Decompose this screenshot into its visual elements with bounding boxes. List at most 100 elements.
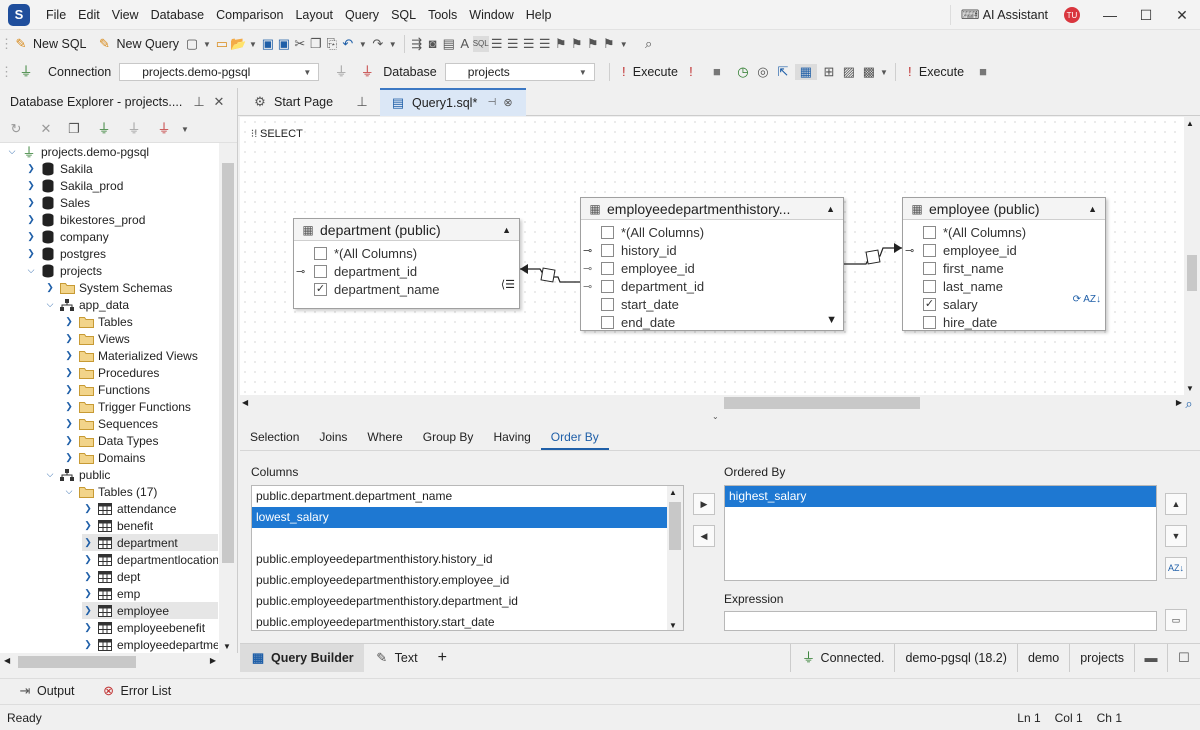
- field-checkbox[interactable]: ✓: [314, 282, 327, 296]
- tree-node[interactable]: ⌵⏚projects.demo-pgsql: [6, 143, 149, 161]
- table-header[interactable]: ▦ employeedepartmenthistory... ▲: [581, 198, 843, 220]
- field-checkbox[interactable]: [314, 246, 327, 260]
- zoom-icon[interactable]: ⌕: [645, 36, 653, 51]
- avatar[interactable]: TU: [1064, 7, 1080, 23]
- collapse-icon[interactable]: ▲: [1088, 203, 1097, 214]
- minimize-button[interactable]: —: [1103, 7, 1117, 23]
- chevron-right-icon[interactable]: ❯: [27, 248, 35, 258]
- tree-node[interactable]: ❯Data Types: [63, 432, 158, 449]
- chevron-right-icon[interactable]: ❯: [65, 350, 73, 360]
- move-left-button[interactable]: ◀: [693, 525, 715, 547]
- align-icon[interactable]: ☰: [522, 36, 535, 51]
- table-field[interactable]: last_name: [923, 277, 1105, 295]
- wrap-icon[interactable]: ☰: [538, 36, 551, 51]
- tree-node[interactable]: ⌵app_data: [44, 296, 129, 313]
- scroll-left-icon[interactable]: ◀: [4, 656, 11, 665]
- table-field[interactable]: start_date: [601, 295, 843, 313]
- collapse-icon[interactable]: ▲: [502, 224, 511, 235]
- tree-node[interactable]: ❯company: [25, 228, 108, 245]
- columns-scrollbar[interactable]: ▲ ▼: [667, 486, 683, 630]
- scroll-left-icon[interactable]: ◀: [242, 398, 249, 407]
- chevron-right-icon[interactable]: ❯: [84, 622, 92, 632]
- comment-icon[interactable]: ▤: [442, 36, 455, 51]
- new-file-icon[interactable]: ▢: [185, 36, 199, 51]
- sort-az-icon[interactable]: ⟳ AZ↓: [1072, 294, 1101, 305]
- menu-file[interactable]: File: [46, 7, 67, 22]
- chevron-right-icon[interactable]: ❯: [27, 214, 35, 224]
- expression-input[interactable]: [724, 611, 1157, 631]
- move-down-button[interactable]: ▼: [1165, 525, 1187, 547]
- close-icon[interactable]: ✕: [213, 94, 225, 109]
- bookmark-prev-icon[interactable]: ⚑: [570, 36, 583, 51]
- diagram-icon[interactable]: ⊞: [823, 64, 835, 79]
- table-field[interactable]: *(All Columns): [314, 244, 519, 262]
- tree-node[interactable]: ❯Sakila: [25, 160, 92, 177]
- menu-query[interactable]: Query: [345, 7, 380, 22]
- tree-node[interactable]: ❯postgres: [25, 245, 106, 262]
- chevron-right-icon[interactable]: ❯: [27, 163, 35, 173]
- tree-node[interactable]: ❯dept: [82, 568, 140, 585]
- close-window-button[interactable]: ✕: [1176, 6, 1188, 23]
- tab-query1[interactable]: ▤ Query1.sql* ⊣ ⊗: [380, 88, 526, 116]
- table-field[interactable]: ⊸employee_id: [905, 241, 1105, 259]
- ordered-list-item[interactable]: highest_salary: [725, 486, 1156, 507]
- stop-icon[interactable]: ■: [979, 64, 987, 79]
- chevron-right-icon[interactable]: ❯: [65, 452, 73, 462]
- tree-node[interactable]: ⌵projects: [25, 262, 102, 279]
- tree-node[interactable]: ❯emp: [82, 585, 140, 602]
- chevron-down-icon[interactable]: ⌵: [8, 146, 16, 156]
- chevron-right-icon[interactable]: ❯: [65, 418, 73, 428]
- menu-window[interactable]: Window: [469, 7, 514, 22]
- dropdown-arrow-icon[interactable]: ▼: [358, 39, 367, 49]
- chevron-right-icon[interactable]: ❯: [84, 554, 92, 564]
- tree-node[interactable]: ❯attendance: [82, 500, 176, 517]
- new-sql-button[interactable]: ✎ New SQL: [8, 33, 92, 55]
- chevron-right-icon[interactable]: ❯: [27, 180, 35, 190]
- redo-icon[interactable]: ↷: [372, 36, 384, 51]
- menu-layout[interactable]: Layout: [295, 7, 334, 22]
- tab-joins[interactable]: Joins: [319, 430, 348, 444]
- scroll-up-icon[interactable]: ▲: [669, 488, 677, 497]
- chevron-right-icon[interactable]: ❯: [65, 401, 73, 411]
- open-folder-icon[interactable]: 📂: [229, 36, 247, 51]
- output-button[interactable]: ⇥ Output: [12, 680, 80, 702]
- tree-node[interactable]: ❯department: [82, 534, 218, 551]
- tab-having[interactable]: Having: [493, 430, 531, 444]
- add-tab-button[interactable]: +: [437, 648, 447, 666]
- save-icon[interactable]: ▣: [261, 36, 275, 51]
- chevron-right-icon[interactable]: ❯: [65, 435, 73, 445]
- chart-icon[interactable]: ▨: [842, 64, 856, 79]
- chevron-right-icon[interactable]: ❯: [65, 333, 73, 343]
- sort-list-icon[interactable]: ⟨☰: [500, 279, 515, 291]
- splitter-icon[interactable]: ⌄: [712, 412, 719, 421]
- dropdown-arrow-icon[interactable]: ▼: [388, 39, 397, 49]
- execute-step-icon[interactable]: !: [689, 64, 693, 79]
- table-field[interactable]: hire_date: [923, 313, 1105, 331]
- disconnect-all-icon[interactable]: ⏚: [360, 64, 374, 79]
- scroll-down-icon[interactable]: ▼: [669, 621, 677, 630]
- column-list-item[interactable]: lowest_salary: [252, 507, 683, 528]
- menu-database[interactable]: Database: [150, 7, 205, 22]
- chevron-right-icon[interactable]: ❯: [27, 197, 35, 207]
- paste-icon[interactable]: ⎘: [326, 36, 338, 51]
- explorer-horizontal-scrollbar[interactable]: ◀ ▶: [0, 653, 238, 671]
- layout-bottom-button[interactable]: ▬: [1134, 643, 1167, 672]
- error-list-button[interactable]: ⊗ Error List: [96, 680, 177, 702]
- bookmark-icon[interactable]: ⚑: [554, 36, 567, 51]
- filter-icon[interactable]: ▼: [826, 314, 837, 326]
- ai-assistant-button[interactable]: ⌨ AI Assistant: [949, 5, 1058, 25]
- canvas-vertical-scrollbar[interactable]: ▲ ▼: [1184, 117, 1200, 395]
- field-checkbox[interactable]: [923, 279, 936, 293]
- undo-icon[interactable]: ↶: [342, 36, 354, 51]
- execute-button[interactable]: ! Execute: [614, 61, 683, 83]
- tree-node[interactable]: ❯Sakila_prod: [25, 177, 123, 194]
- cut-icon[interactable]: ✂: [294, 36, 306, 51]
- table-employeedepartmenthistory[interactable]: ▦ employeedepartmenthistory... ▲ *(All C…: [580, 197, 844, 331]
- tree-node[interactable]: ❯employeebenefit: [82, 619, 205, 636]
- select-node[interactable]: ⁝! SELECT: [248, 126, 303, 142]
- table-field[interactable]: ⊸history_id: [583, 241, 843, 259]
- chevron-right-icon[interactable]: ❯: [84, 639, 92, 649]
- pin-icon[interactable]: ⊥: [193, 94, 205, 109]
- column-list-item[interactable]: public.employeedepartmenthistory.employe…: [256, 573, 510, 587]
